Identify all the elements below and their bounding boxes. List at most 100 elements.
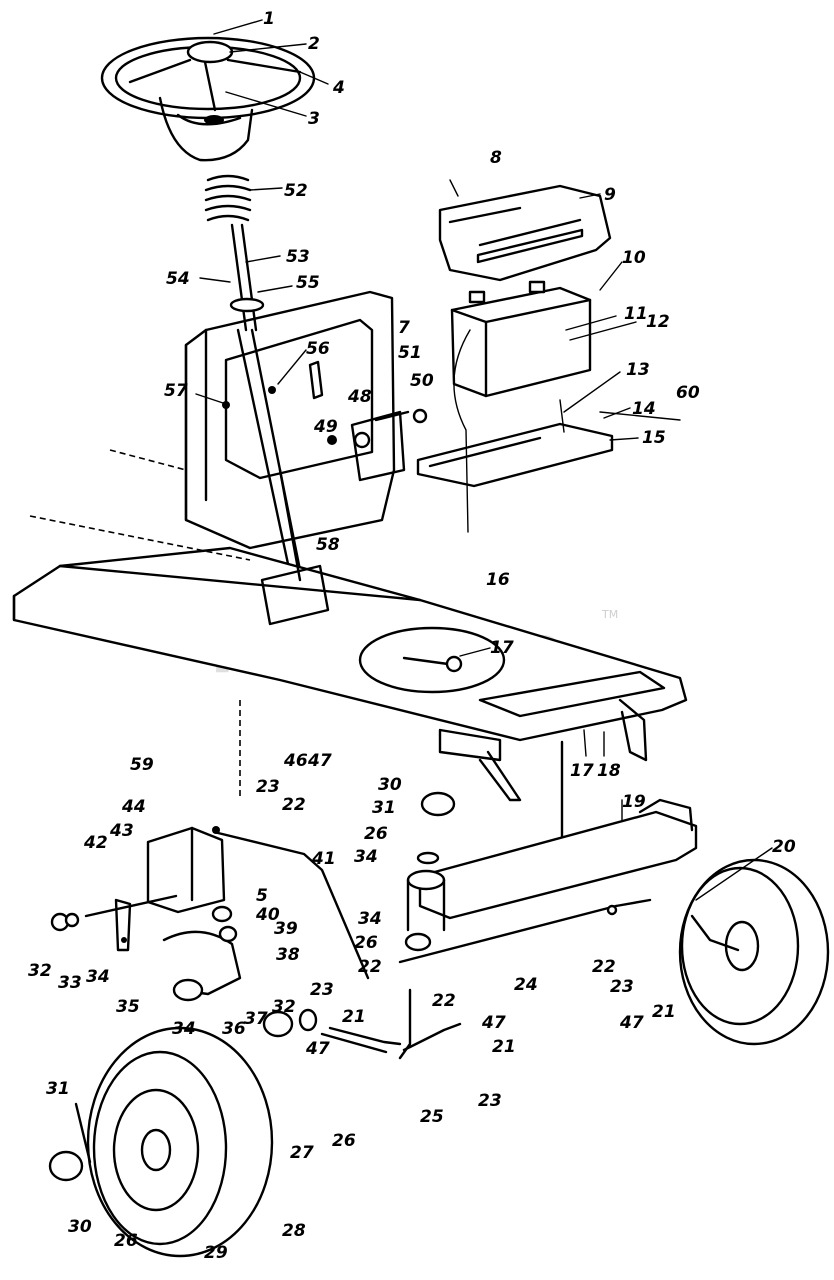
callout-47a: 47 — [307, 751, 332, 771]
callout-3: 3 — [308, 109, 320, 129]
callout-20: 20 — [772, 837, 796, 857]
callout-47c: 47 — [305, 1039, 330, 1059]
leader-lines — [195, 19, 773, 901]
callout-2: 2 — [308, 34, 320, 54]
callout-9: 9 — [604, 185, 616, 205]
callout-46: 46 — [283, 751, 308, 771]
callout-59: 59 — [130, 755, 154, 775]
callout-36: 36 — [222, 1019, 246, 1039]
callout-14: 14 — [632, 399, 656, 419]
callout-7: 7 — [398, 318, 410, 338]
battery-tray — [416, 411, 681, 488]
hub-cap — [48, 1102, 92, 1182]
left-spindle — [320, 988, 462, 1060]
callout-53: 53 — [286, 247, 310, 267]
left-wheel — [86, 1026, 274, 1258]
callout-39: 39 — [274, 919, 298, 939]
drag-link — [212, 826, 370, 980]
callout-26b: 26 — [354, 933, 378, 953]
steering-wheel — [100, 36, 316, 162]
callout-49: 49 — [313, 417, 338, 437]
callout-22c: 22 — [432, 991, 456, 1011]
callout-26c: 26 — [332, 1131, 356, 1151]
callout-47b: 47 — [619, 1013, 644, 1033]
callout-23c: 23 — [478, 1091, 502, 1111]
callout-56: 56 — [306, 339, 330, 359]
callout-38: 38 — [276, 945, 300, 965]
callout-52: 52 — [284, 181, 308, 201]
callout-23b: 23 — [310, 980, 334, 1000]
callout-12: 12 — [646, 312, 670, 332]
callout-58: 58 — [316, 535, 340, 555]
callout-28: 28 — [282, 1221, 306, 1241]
callout-18: 18 — [597, 761, 621, 781]
callout-22a: 22 — [282, 795, 306, 815]
watermark-trademark: TM — [601, 608, 618, 621]
callout-17a: 17 — [490, 638, 514, 658]
callout-10: 10 — [622, 248, 646, 268]
callout-26a: 26 — [364, 824, 388, 844]
callout-51: 51 — [398, 343, 422, 363]
callout-15: 15 — [642, 428, 666, 448]
callout-60: 60 — [676, 383, 700, 403]
battery-cover — [438, 184, 612, 282]
callout-19: 19 — [622, 792, 646, 812]
main-frame — [12, 449, 688, 802]
callout-41: 41 — [311, 849, 336, 869]
callout-34a: 34 — [86, 967, 110, 987]
sector-gear — [162, 905, 242, 1002]
callout-16: 16 — [486, 570, 510, 590]
callout-54: 54 — [166, 269, 190, 289]
callout-34c: 34 — [358, 909, 382, 929]
callout-32b: 32 — [272, 997, 296, 1017]
callout-21c: 21 — [492, 1037, 516, 1057]
ignition-switch — [327, 408, 428, 482]
callout-13: 13 — [626, 360, 650, 380]
axle-cap — [404, 791, 456, 952]
callout-27: 27 — [290, 1143, 314, 1163]
callout-34b: 34 — [354, 847, 378, 867]
callout-23a: 23 — [256, 777, 280, 797]
battery — [450, 280, 592, 533]
callout-24: 24 — [514, 975, 538, 995]
callout-21b: 21 — [342, 1007, 366, 1027]
callout-17b: 17 — [570, 761, 594, 781]
callout-labels: 1 2 3 4 5 7 8 9 10 11 12 13 14 15 16 17 … — [28, 9, 796, 1263]
tie-rod — [398, 898, 652, 964]
callout-43: 43 — [109, 821, 134, 841]
callout-30a: 30 — [378, 775, 402, 795]
callout-31a: 31 — [372, 798, 396, 818]
callout-32a: 32 — [28, 961, 52, 981]
callout-21a: 21 — [652, 1002, 676, 1022]
dash-panel — [184, 290, 396, 550]
callout-40: 40 — [255, 905, 280, 925]
callout-42: 42 — [83, 833, 108, 853]
callout-34d: 34 — [172, 1019, 196, 1039]
callout-33: 33 — [58, 973, 82, 993]
callout-44: 44 — [121, 797, 146, 817]
callout-57: 57 — [164, 381, 188, 401]
callout-5: 5 — [256, 886, 268, 906]
callout-48: 48 — [347, 387, 372, 407]
callout-4: 4 — [332, 78, 345, 98]
steering-sector-bracket — [50, 826, 226, 952]
pivot-bolt — [402, 655, 463, 673]
callout-23d: 23 — [610, 977, 634, 997]
callout-8: 8 — [490, 148, 502, 168]
callout-22b: 22 — [358, 957, 382, 977]
callout-11: 11 — [624, 304, 648, 324]
callout-50: 50 — [410, 371, 434, 391]
right-wheel — [678, 858, 830, 1046]
steering-bracket — [260, 468, 330, 626]
wheel-bushing — [262, 1008, 318, 1038]
callout-35: 35 — [116, 997, 140, 1017]
callout-31b: 31 — [46, 1079, 70, 1099]
callout-1: 1 — [263, 9, 275, 29]
callout-22d: 22 — [592, 957, 616, 977]
callout-47d: 47 — [481, 1013, 506, 1033]
callout-37: 37 — [244, 1009, 268, 1029]
steering-spring — [204, 174, 252, 222]
front-axle — [406, 798, 698, 932]
callout-26d: 26 — [114, 1231, 138, 1251]
